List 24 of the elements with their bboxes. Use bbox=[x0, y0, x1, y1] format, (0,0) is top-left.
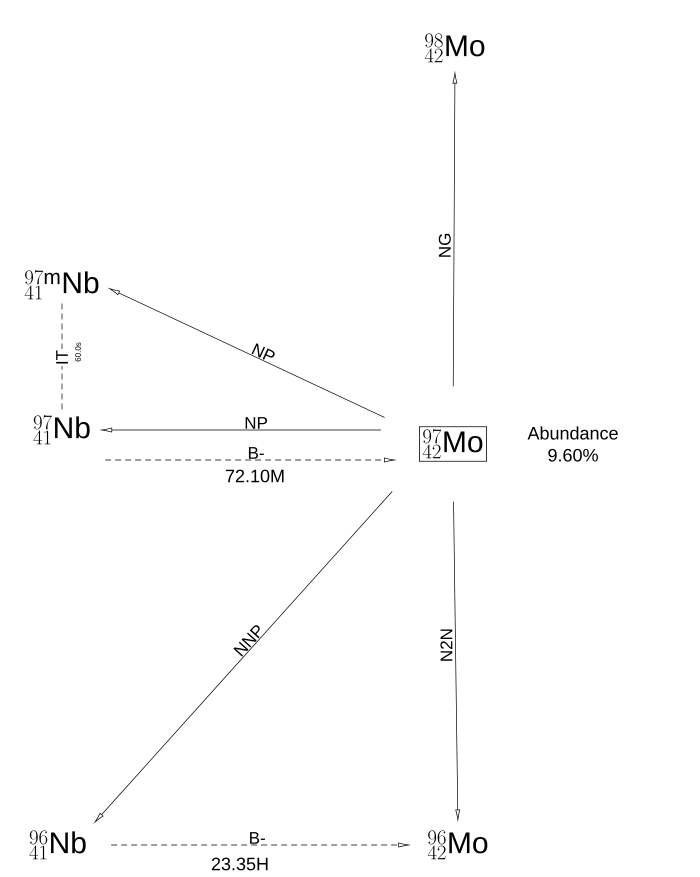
edge-label: B- bbox=[250, 832, 265, 844]
arrow bbox=[104, 458, 395, 462]
arrow bbox=[109, 288, 385, 418]
arrow bbox=[102, 428, 382, 432]
edge-label: B- bbox=[248, 447, 264, 459]
nuclide-label: ${}^{96}_{41}\mathrm{Nb}$ bbox=[29, 830, 86, 860]
edge-label: NP bbox=[246, 417, 267, 429]
edge-label: IT bbox=[55, 348, 69, 366]
arrow bbox=[110, 842, 409, 848]
edge-label: NP bbox=[252, 343, 275, 360]
edge-label: N2N bbox=[440, 630, 452, 661]
half-life-label: 23.35H bbox=[210, 856, 270, 872]
nuclide-label: ${}^{97\mathrm{m}}_{41}\mathrm{Nb}$ bbox=[24, 270, 98, 300]
half-life-label: 60.0s bbox=[74, 341, 82, 363]
half-life-label: 72.10M bbox=[224, 468, 286, 484]
arrow bbox=[453, 501, 460, 820]
nuclide-label: ${}^{98}_{42}\mathrm{Mo}$ bbox=[424, 33, 484, 62]
edge-label: NG bbox=[438, 234, 451, 257]
arrow bbox=[94, 491, 393, 822]
nuclide-label: ${}^{97}_{42}\mathrm{Mo}$ bbox=[419, 426, 487, 462]
nuclide-label: ${}^{97}_{41}\mathrm{Nb}$ bbox=[33, 415, 90, 444]
arrow bbox=[452, 72, 458, 387]
abundance-note: Abundance 9.60% bbox=[528, 426, 618, 462]
nuclide-label: ${}^{96}_{42}\mathrm{Mo}$ bbox=[428, 830, 488, 860]
